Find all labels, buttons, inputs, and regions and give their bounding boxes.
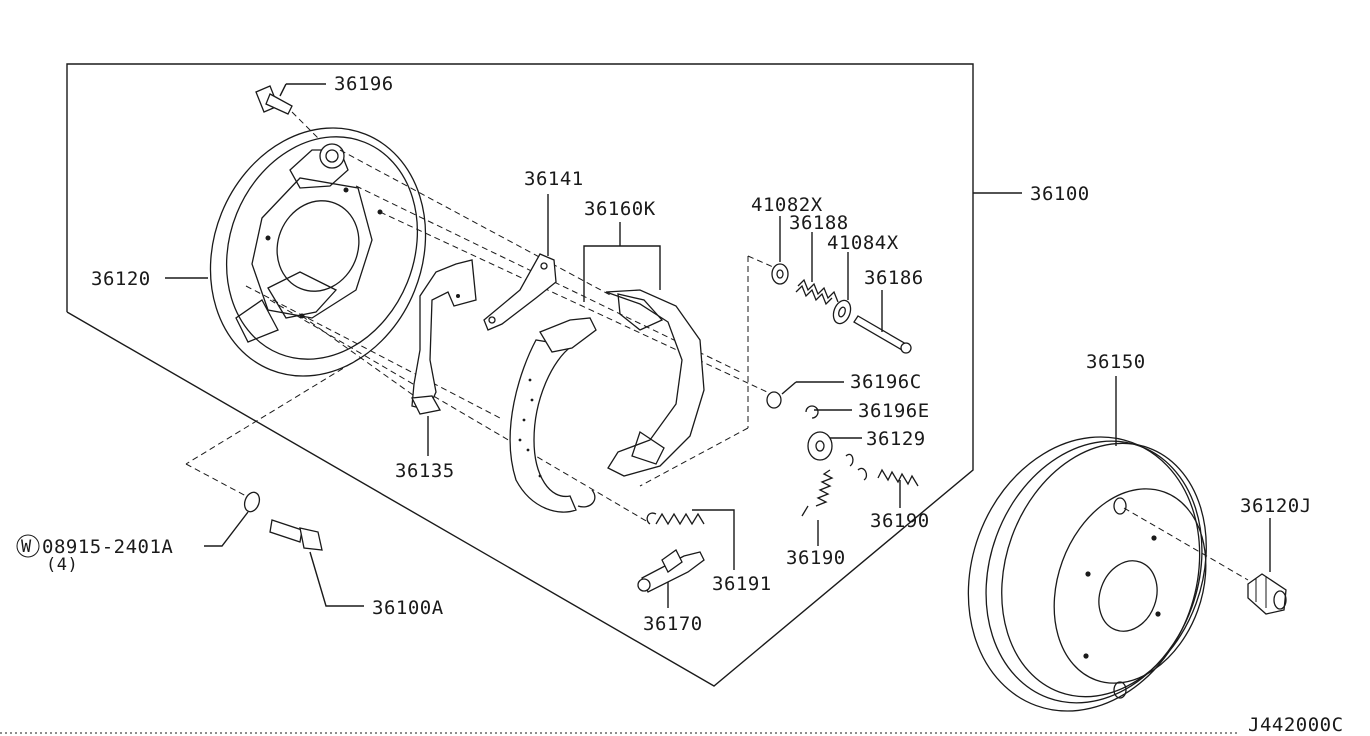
nut-36120J-part[interactable] (1247, 573, 1287, 615)
leader-36100A (309, 551, 364, 607)
leader-36196-b (279, 83, 287, 97)
lever-36135-part[interactable] (410, 259, 477, 415)
leader-36160K (583, 245, 661, 302)
leader-36196C (781, 381, 797, 395)
label-36100[interactable]: 36100 (1030, 183, 1090, 205)
plate-36129-part[interactable] (807, 431, 833, 461)
pin-36186-part[interactable] (853, 315, 912, 354)
washer-symbol: W (16, 534, 40, 558)
retainer-41084X-part[interactable] (830, 298, 853, 326)
leader-36191 (692, 509, 735, 570)
strut-36141-part[interactable] (483, 253, 557, 331)
label-08915-2401A[interactable]: 08915-2401A (42, 536, 173, 558)
label-36190-a[interactable]: 36190 (786, 547, 846, 569)
label-36196E[interactable]: 36196E (858, 400, 930, 422)
leader-08915 (204, 511, 249, 547)
label-36150[interactable]: 36150 (1086, 351, 1146, 373)
clip-36196E-part[interactable] (805, 405, 819, 419)
label-36120[interactable]: 36120 (91, 268, 151, 290)
label-36186[interactable]: 36186 (864, 267, 924, 289)
label-08915-quantity: (4) (46, 555, 78, 575)
spring-36190-a-part[interactable] (801, 453, 854, 517)
label-36196C[interactable]: 36196C (850, 371, 922, 393)
washer-36196C-part[interactable] (766, 391, 782, 409)
label-36196[interactable]: 36196 (334, 73, 394, 95)
label-36141[interactable]: 36141 (524, 168, 584, 190)
label-41084X[interactable]: 41084X (827, 232, 899, 254)
label-36100A[interactable]: 36100A (372, 597, 444, 619)
label-36170[interactable]: 36170 (643, 613, 703, 635)
label-36160K[interactable]: 36160K (584, 198, 656, 220)
backing-plate-part[interactable] (174, 95, 462, 408)
brake-shoes-36160K-part[interactable] (509, 289, 705, 513)
label-41082X[interactable]: 41082X (751, 194, 823, 216)
spring-36191-part[interactable] (646, 512, 705, 526)
diagram-code: J442000C (1248, 714, 1344, 736)
label-36120J[interactable]: 36120J (1240, 495, 1312, 517)
label-36135[interactable]: 36135 (395, 460, 455, 482)
bolt-36100A-part[interactable] (269, 519, 323, 551)
cup-41082X-part[interactable] (771, 263, 789, 285)
assembly-outline (66, 63, 974, 687)
label-36191[interactable]: 36191 (712, 573, 772, 595)
spring-36190-b-part[interactable] (857, 467, 919, 487)
brake-drum-36150-part[interactable] (931, 404, 1241, 736)
spring-36188-part[interactable] (795, 278, 839, 306)
bolt-36196-part[interactable] (255, 85, 293, 115)
label-36129[interactable]: 36129 (866, 428, 926, 450)
label-36190-b[interactable]: 36190 (870, 510, 930, 532)
label-36188[interactable]: 36188 (789, 212, 849, 234)
svg-text:W: W (21, 537, 32, 557)
washer-08915-part[interactable] (242, 490, 262, 514)
adjuster-36170-part[interactable] (637, 549, 705, 593)
